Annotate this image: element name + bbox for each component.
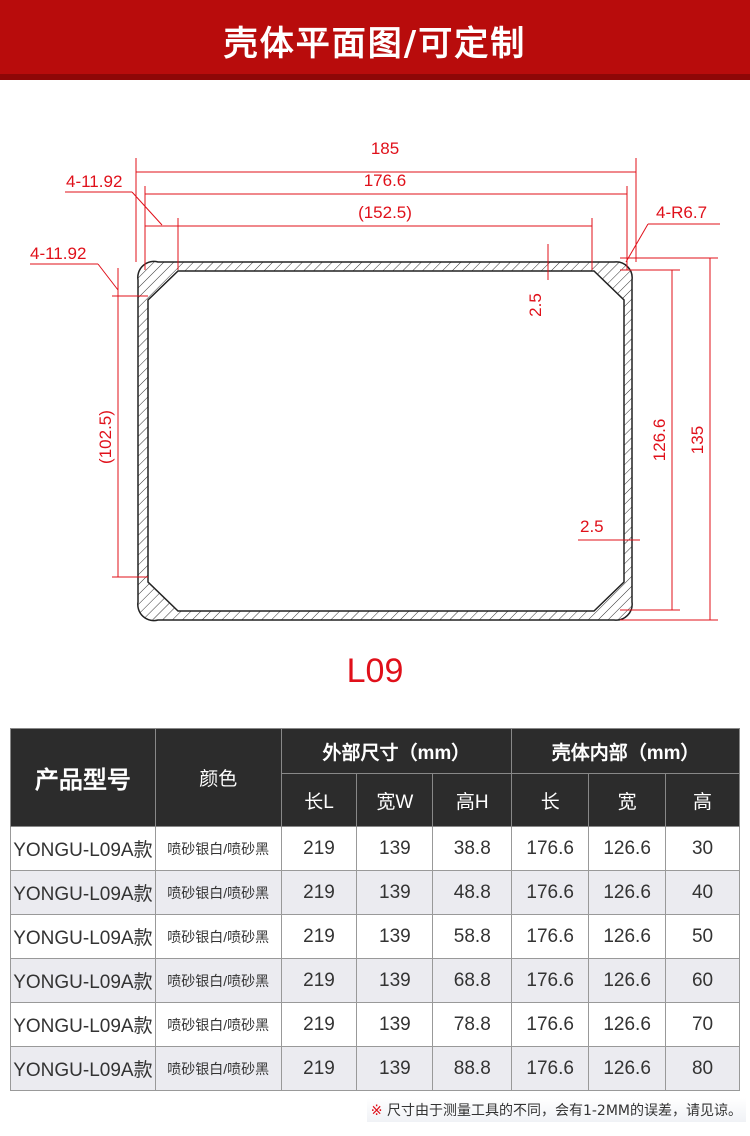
cell-value: 88.8 <box>432 1046 513 1091</box>
cell-value: 176.6 <box>511 870 590 915</box>
cell-value: 176.6 <box>511 1002 590 1047</box>
cell-model: YONGU-L09A款 <box>10 1002 156 1047</box>
dim-wall-right: 2.5 <box>580 517 604 536</box>
dim-left-height: (102.5) <box>96 410 115 464</box>
spec-table: 产品型号 颜色 外部尺寸（mm） 壳体内部（mm） 长L 宽W 高H 长 宽 高… <box>10 728 740 1091</box>
enclosure-drawing: 185 176.6 (152.5) 4-11.92 4-11.92 4-R6.7… <box>30 139 720 622</box>
cell-value: 219 <box>280 958 358 1003</box>
dimension-lines <box>30 158 720 621</box>
header-inner: 壳体内部（mm） <box>511 728 740 774</box>
cell-value: 126.6 <box>588 1046 667 1091</box>
header-inner-width: 宽 <box>588 773 667 827</box>
note-text: 尺寸由于测量工具的不同，会有1-2MM的误差，请见谅。 <box>386 1103 742 1119</box>
header-inner-length: 长 <box>511 773 590 827</box>
cell-value: 80 <box>665 1046 740 1091</box>
dim-mid-width: (152.5) <box>358 203 412 222</box>
cell-value: 70 <box>665 1002 740 1047</box>
header-color: 颜色 <box>154 728 282 827</box>
cell-value: 126.6 <box>588 1002 667 1047</box>
cell-value: 126.6 <box>588 870 667 915</box>
cell-value: 68.8 <box>432 958 513 1003</box>
header-outer-width: 宽W <box>356 773 434 827</box>
cell-value: 50 <box>665 914 740 959</box>
cell-value: 219 <box>280 870 358 915</box>
cell-value: 139 <box>356 958 434 1003</box>
note-mark: ※ <box>370 1103 383 1119</box>
cell-value: 219 <box>280 826 358 871</box>
cell-value: 176.6 <box>511 914 590 959</box>
cell-value: 176.6 <box>511 826 590 871</box>
dim-wall-top: 2.5 <box>526 293 545 317</box>
dim-inner-height: 126.6 <box>650 419 669 462</box>
cell-color: 喷砂银白/喷砂黑 <box>154 914 282 959</box>
cell-value: 60 <box>665 958 740 1003</box>
cell-value: 139 <box>356 870 434 915</box>
cell-value: 126.6 <box>588 826 667 871</box>
cell-model: YONGU-L09A款 <box>10 958 156 1003</box>
cell-model: YONGU-L09A款 <box>10 914 156 959</box>
cell-value: 176.6 <box>511 1046 590 1091</box>
cell-value: 139 <box>356 914 434 959</box>
header-outer: 外部尺寸（mm） <box>280 728 513 774</box>
cell-color: 喷砂银白/喷砂黑 <box>154 870 282 915</box>
cell-value: 219 <box>280 1046 358 1091</box>
dim-chamfer-left: 4-11.92 <box>30 244 86 263</box>
dim-outer-height: 135 <box>688 426 707 454</box>
model-label: L09 <box>346 652 404 690</box>
header-model: 产品型号 <box>10 728 156 827</box>
title-banner: 壳体平面图/可定制 <box>0 0 750 80</box>
header-inner-height: 高 <box>665 773 740 827</box>
dim-outer-width: 185 <box>371 139 399 158</box>
cell-value: 219 <box>280 1002 358 1047</box>
cell-value: 48.8 <box>432 870 513 915</box>
dim-chamfer-top: 4-11.92 <box>66 172 122 191</box>
cell-value: 139 <box>356 1002 434 1047</box>
cell-value: 139 <box>356 826 434 871</box>
enclosure-profile <box>137 260 633 622</box>
cell-value: 78.8 <box>432 1002 513 1047</box>
cell-value: 40 <box>665 870 740 915</box>
cell-color: 喷砂银白/喷砂黑 <box>154 1002 282 1047</box>
cell-value: 219 <box>280 914 358 959</box>
footnote: ※ 尺寸由于测量工具的不同，会有1-2MM的误差，请见谅。 <box>366 1098 746 1122</box>
cell-color: 喷砂银白/喷砂黑 <box>154 1046 282 1091</box>
dim-radius: 4-R6.7 <box>656 203 707 222</box>
cell-model: YONGU-L09A款 <box>10 1046 156 1091</box>
cell-model: YONGU-L09A款 <box>10 826 156 871</box>
cell-value: 139 <box>356 1046 434 1091</box>
cell-color: 喷砂银白/喷砂黑 <box>154 826 282 871</box>
cell-value: 126.6 <box>588 914 667 959</box>
page-title: 壳体平面图/可定制 <box>223 23 527 64</box>
cell-value: 58.8 <box>432 914 513 959</box>
cell-value: 176.6 <box>511 958 590 1003</box>
dim-inner-width: 176.6 <box>364 171 407 190</box>
cell-color: 喷砂银白/喷砂黑 <box>154 958 282 1003</box>
cell-model: YONGU-L09A款 <box>10 870 156 915</box>
cell-value: 38.8 <box>432 826 513 871</box>
header-outer-height: 高H <box>432 773 513 827</box>
header-outer-length: 长L <box>280 773 358 827</box>
cell-value: 126.6 <box>588 958 667 1003</box>
cell-value: 30 <box>665 826 740 871</box>
